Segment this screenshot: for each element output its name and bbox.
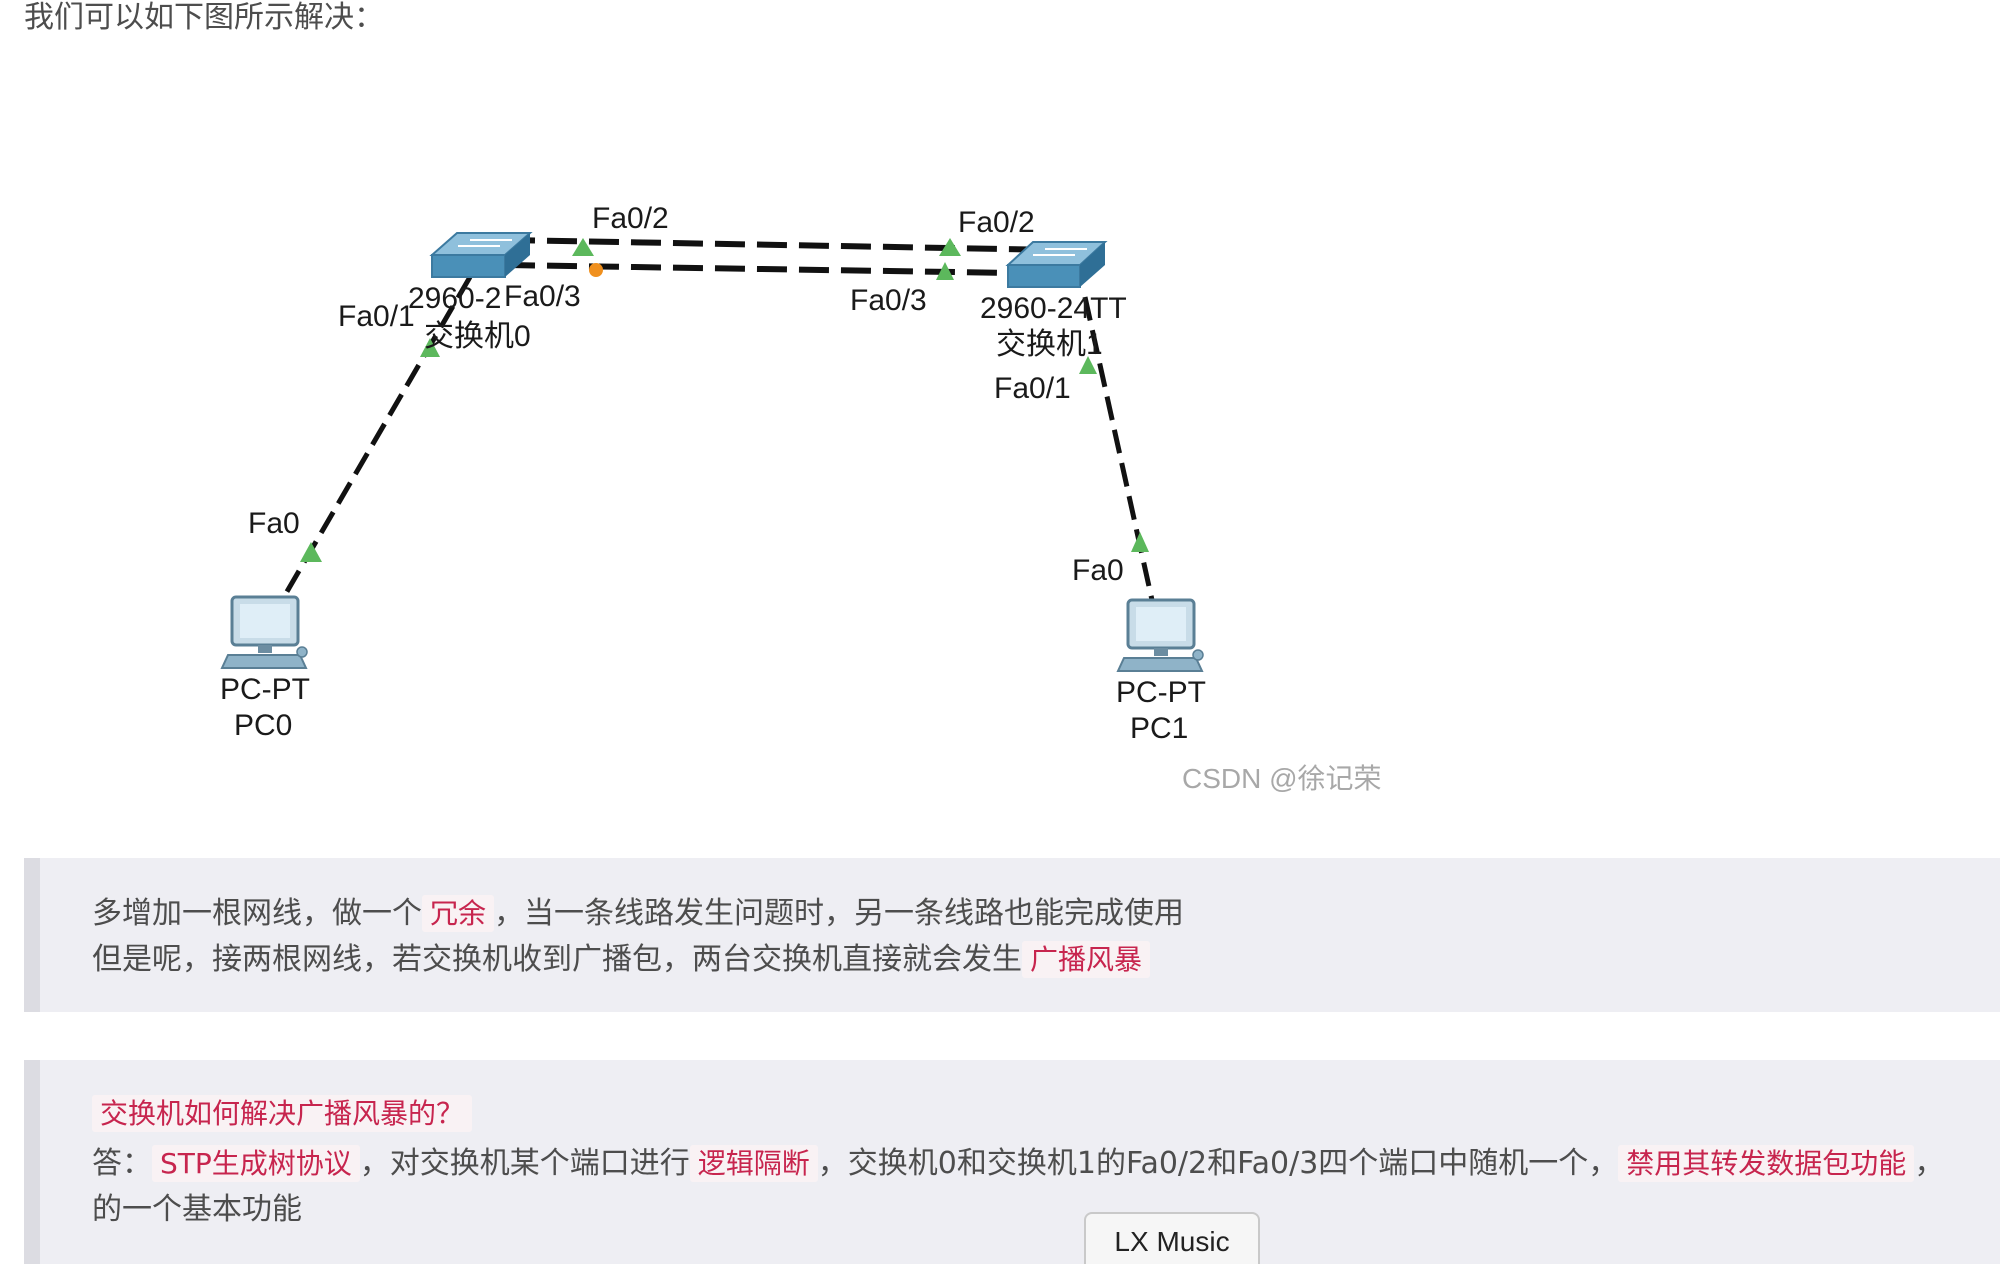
quote2-answer: 答：STP生成树协议，对交换机某个端口进行逻辑隔断，交换机0和交换机1的Fa0/…: [92, 1145, 1945, 1182]
link-up-indicator: [420, 338, 440, 357]
port-label: Fa0/1: [338, 300, 415, 333]
pc0-model: PC-PT: [220, 673, 310, 706]
blockquote-stp-answer: 交换机如何解决广播风暴的？ 答：STP生成树协议，对交换机某个端口进行逻辑隔断，…: [24, 1060, 2000, 1264]
network-diagram: Fa0/2 Fa0/2 Fa0/3 Fa0/3 Fa0/1 2960-2 交换机…: [220, 202, 1382, 794]
port-label: Fa0: [1072, 554, 1124, 587]
port-label: Fa0/3: [850, 284, 927, 317]
link-blocked-indicator: [589, 263, 603, 277]
intro-text: 我们可以如下图所示解决：: [24, 0, 384, 35]
watermark: CSDN @徐记荣: [1182, 763, 1382, 794]
pc1-icon[interactable]: [1116, 598, 1204, 672]
link-s0-s1-fa02: [504, 237, 1061, 253]
port-label: Fa0/2: [958, 206, 1035, 239]
highlight-disable-forward: 禁用其转发数据包功能: [1618, 1145, 1915, 1182]
highlight-redundancy: 冗余: [422, 895, 495, 932]
pc1-model: PC-PT: [1116, 676, 1206, 709]
switch0-icon[interactable]: [429, 232, 533, 278]
quote2-question: 交换机如何解决广播风暴的？: [92, 1092, 473, 1132]
quote1-line2: 但是呢，接两根网线，若交换机收到广播包，两台交换机直接就会发生广播风暴: [92, 934, 1151, 978]
highlight-stp: STP生成树协议: [152, 1145, 360, 1182]
link-up-indicator: [572, 238, 594, 256]
lx-music-dock-tab[interactable]: LX Music: [1084, 1212, 1260, 1264]
highlight-logic-break: 逻辑隔断: [689, 1145, 818, 1182]
link-up-indicator: [936, 262, 954, 280]
quote1-line1: 多增加一根网线，做一个冗余，当一条线路发生问题时，另一条线路也能完成使用: [92, 895, 1185, 932]
switch1-icon[interactable]: [1005, 241, 1108, 288]
link-s0-s1-fa03: [504, 262, 1016, 276]
switch1-model: 2960-24TT: [980, 292, 1127, 325]
blockquote-redundancy: 多增加一根网线，做一个冗余，当一条线路发生问题时，另一条线路也能完成使用 但是呢…: [24, 858, 2000, 1012]
highlight-broadcast-storm: 广播风暴: [1022, 941, 1151, 978]
port-label: Fa0: [248, 507, 300, 540]
port-label: Fa0/2: [592, 202, 669, 235]
link-s0-pc0: [282, 275, 473, 597]
port-label: Fa0/1: [994, 372, 1071, 405]
quote2-line3: 的一个基本功能: [92, 1192, 302, 1227]
pc0-icon[interactable]: [220, 595, 308, 669]
switch0-name: 交换机0: [424, 320, 531, 353]
switch0-model: 2960-2: [408, 282, 501, 315]
switch1-name: 交换机1: [996, 328, 1103, 361]
pc1-name: PC1: [1130, 712, 1188, 745]
link-up-indicator: [1131, 532, 1149, 552]
link-up-indicator: [300, 542, 322, 562]
link-up-indicator: [1079, 356, 1097, 374]
port-label: Fa0/3: [504, 280, 581, 313]
link-up-indicator: [939, 238, 961, 256]
pc0-name: PC0: [234, 709, 292, 742]
